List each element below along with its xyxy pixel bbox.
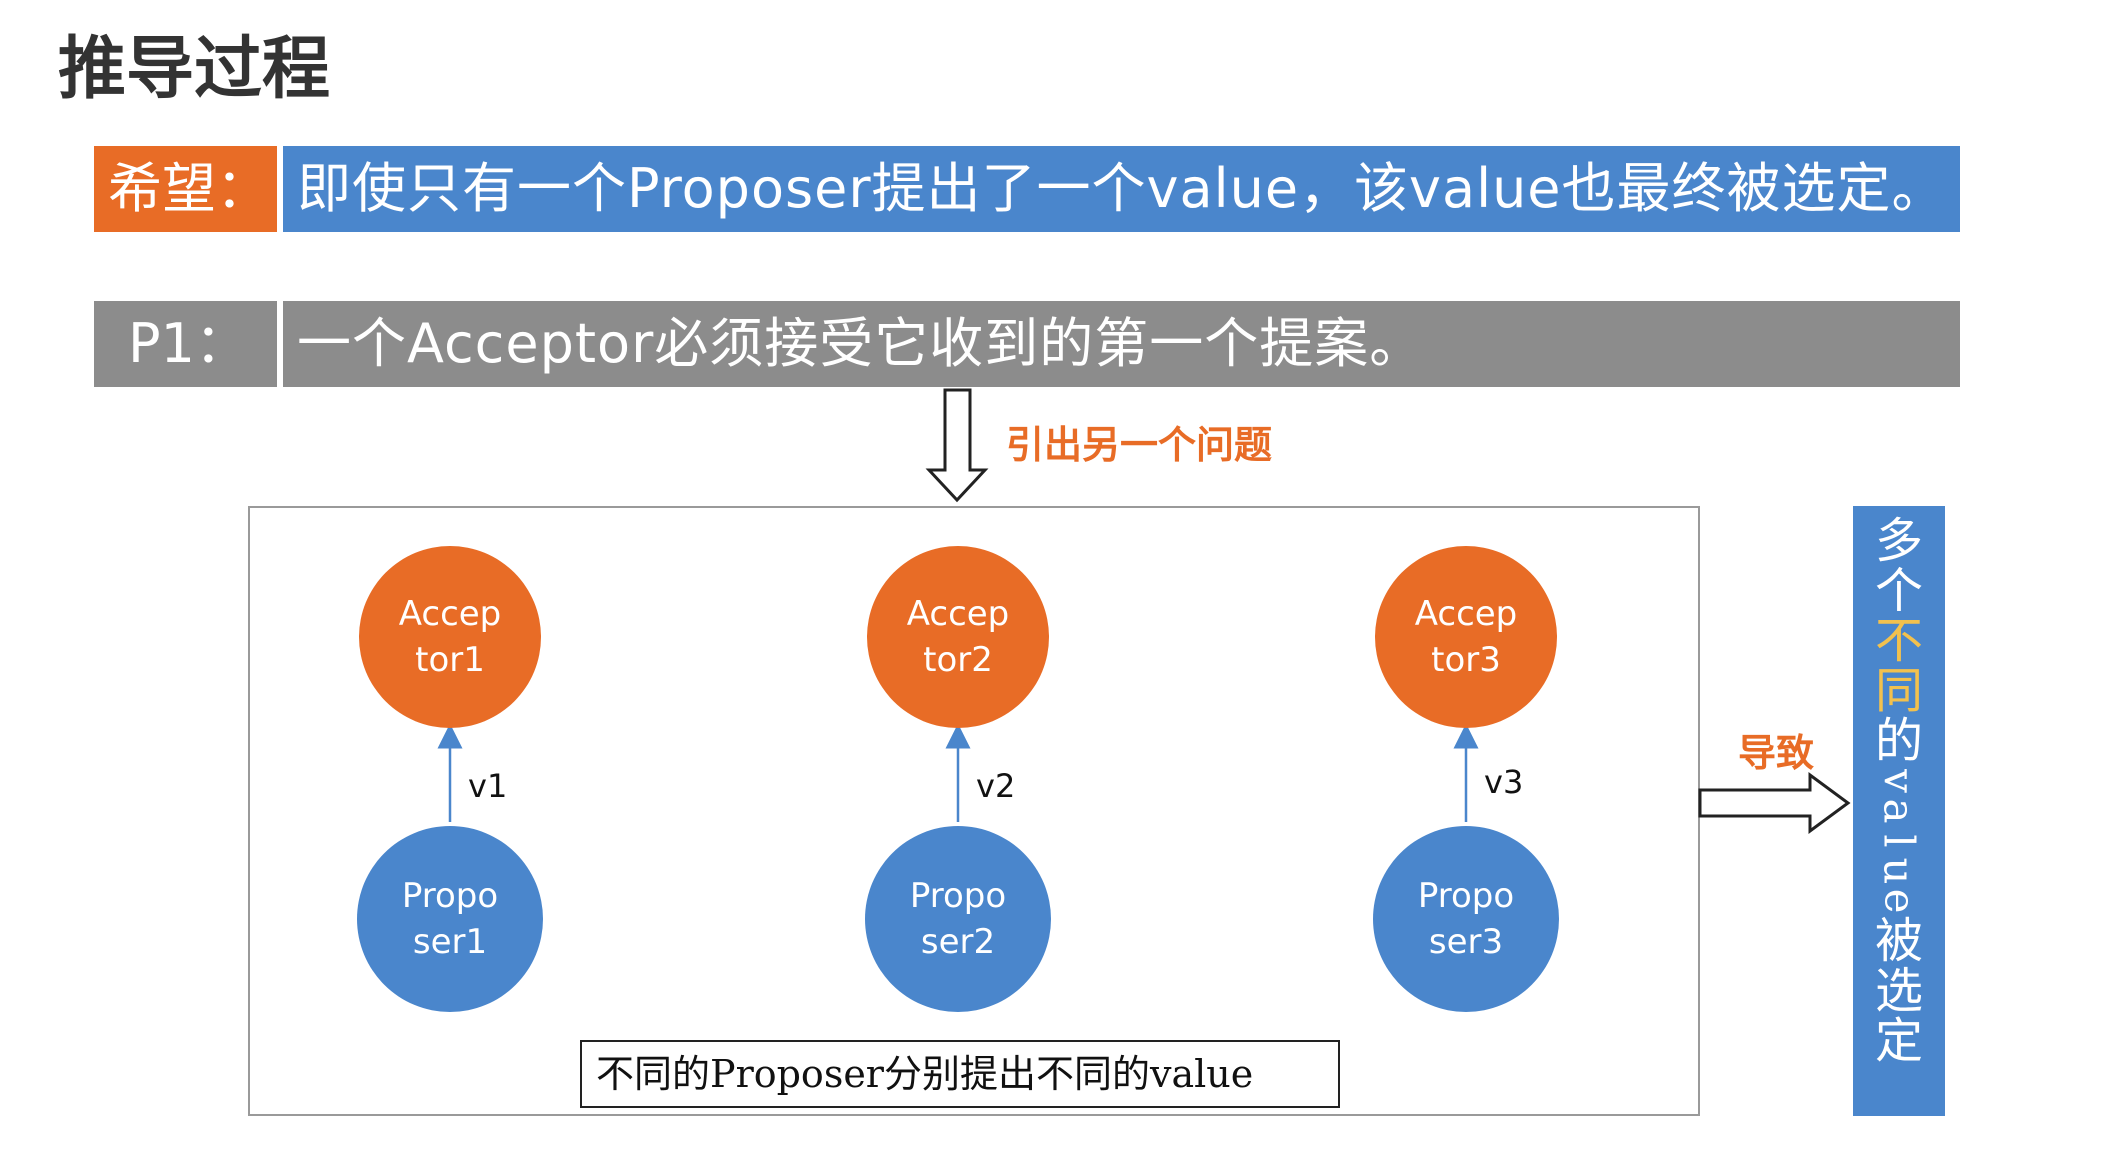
result-char: v bbox=[1874, 769, 1924, 793]
edge-label-2: v2 bbox=[976, 767, 1016, 805]
edge-label-3: v3 bbox=[1484, 763, 1524, 801]
result-char: 个 bbox=[1874, 563, 1923, 619]
result-char: 不 bbox=[1874, 613, 1923, 669]
result-char: 选 bbox=[1874, 963, 1923, 1019]
down-arrow-icon bbox=[925, 388, 989, 503]
result-char: 被 bbox=[1874, 913, 1923, 969]
edge-label-1: v1 bbox=[468, 767, 508, 805]
problem-label: 引出另一个问题 bbox=[1006, 423, 1273, 467]
p1-statement: 一个Acceptor必须接受它收到的第一个提案。 bbox=[283, 301, 1960, 387]
hope-statement: 即使只有一个Proposer提出了一个value，该value也最终被选定。 bbox=[283, 146, 1960, 232]
result-char: l bbox=[1875, 834, 1924, 848]
hope-label: 希望： bbox=[94, 146, 277, 232]
result-char: 定 bbox=[1874, 1013, 1923, 1069]
result-char: 多 bbox=[1874, 513, 1923, 569]
acceptor-node-1: Accep tor1 bbox=[359, 546, 541, 728]
proposer-node-2: Propo ser2 bbox=[865, 826, 1051, 1012]
page-title: 推导过程 bbox=[58, 30, 331, 109]
p1-label: P1： bbox=[94, 301, 277, 387]
proposer-node-3: Propo ser3 bbox=[1373, 826, 1559, 1012]
diagram-caption: 不同的Proposer分别提出不同的value bbox=[580, 1040, 1340, 1108]
acceptor-node-2: Accep tor2 bbox=[867, 546, 1049, 728]
result-char: e bbox=[1874, 888, 1924, 914]
result-char: 同 bbox=[1874, 663, 1923, 719]
right-arrow-icon bbox=[1698, 772, 1851, 834]
proposer-node-1: Propo ser1 bbox=[357, 826, 543, 1012]
cause-label: 导致 bbox=[1738, 731, 1815, 775]
result-char: a bbox=[1874, 798, 1924, 824]
result-char: 的 bbox=[1874, 713, 1923, 769]
acceptor-node-3: Accep tor3 bbox=[1375, 546, 1557, 728]
result-char: u bbox=[1875, 857, 1924, 885]
